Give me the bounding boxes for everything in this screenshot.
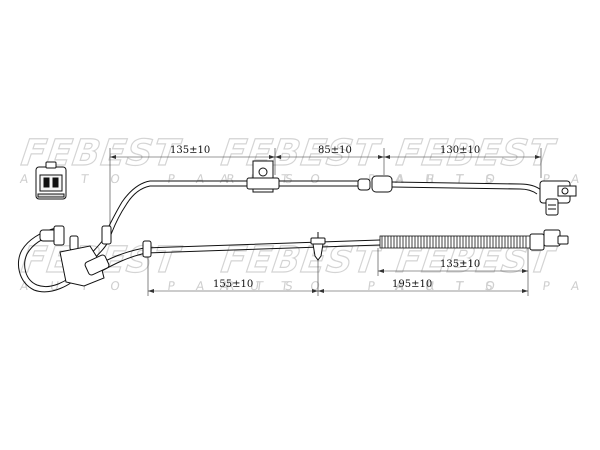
electrical-connector [35,161,67,200]
arrowhead [535,155,541,159]
top-dimension-arrows [110,155,541,159]
arrowhead [148,289,154,293]
arrowhead [378,155,384,159]
sensor-bolt-hole [561,187,569,195]
wheel-speed-sensor [539,180,577,216]
arrowhead [522,269,528,273]
connector-pin [52,177,59,188]
top-dimensions [109,148,542,232]
arrowhead [110,155,116,159]
connector-latch [45,161,57,169]
fastener-base [310,237,326,245]
grommet-body [53,225,65,246]
dimension-label-right-lower: 135±10 [440,259,480,270]
dimension-label-bottom-right: 195±10 [392,279,432,290]
cable-grommet [39,225,112,251]
sleeve-ribs [381,236,527,248]
watermark-brand: FEBEST [394,131,560,174]
fitting-tab [557,235,569,245]
bottom-dimensions [147,248,529,296]
grommet-body [357,178,371,191]
dimension-label-top-middle: 85±10 [318,145,352,156]
connector-face [39,174,63,192]
clip-body [142,240,152,258]
arrowhead [318,289,324,293]
connector-ridge [37,193,65,198]
sleeve-outline [379,235,531,249]
dimension-label-top-left: 135±10 [170,145,210,156]
arrowhead [378,269,384,273]
dimension-label-bottom-left: 155±10 [213,279,253,290]
grommet-body [69,235,79,251]
grommet-body [101,225,112,245]
protective-sleeve [379,235,531,249]
dimension-label-top-right: 130±10 [440,145,480,156]
push-in-fastener [310,232,326,261]
junction-collar [84,254,110,276]
arrowhead [384,155,390,159]
arrowhead [522,289,528,293]
arrowhead [269,155,275,159]
cable-grommet [357,175,393,193]
watermark-subtitle: AUTO PARTS [394,279,600,293]
grommet-body [371,175,393,193]
cable-outline [278,180,358,187]
fitting-body [529,233,545,251]
watermark-top-right: FEBEST AUTO PARTS [393,131,600,186]
cable-junction-block [59,245,110,287]
watermark-subtitle: AUTO PARTS [19,172,316,186]
bottom-dimension-arrows [148,269,528,293]
sensor-tip [545,198,559,216]
sleeve-end-fitting [529,229,569,251]
cable-clip [142,240,152,258]
watermark-brand: FEBEST [219,131,385,174]
fastener-pin [312,243,324,261]
arrowhead [275,155,281,159]
cable-outline [391,181,542,195]
bracket-clip [246,177,280,190]
junction-body [59,245,105,287]
arrowhead [312,289,318,293]
connector-pin [43,177,50,188]
mounting-bracket [246,160,280,193]
bracket-hole [258,167,268,177]
watermark-subtitle: AUTO PARTS [219,279,516,293]
